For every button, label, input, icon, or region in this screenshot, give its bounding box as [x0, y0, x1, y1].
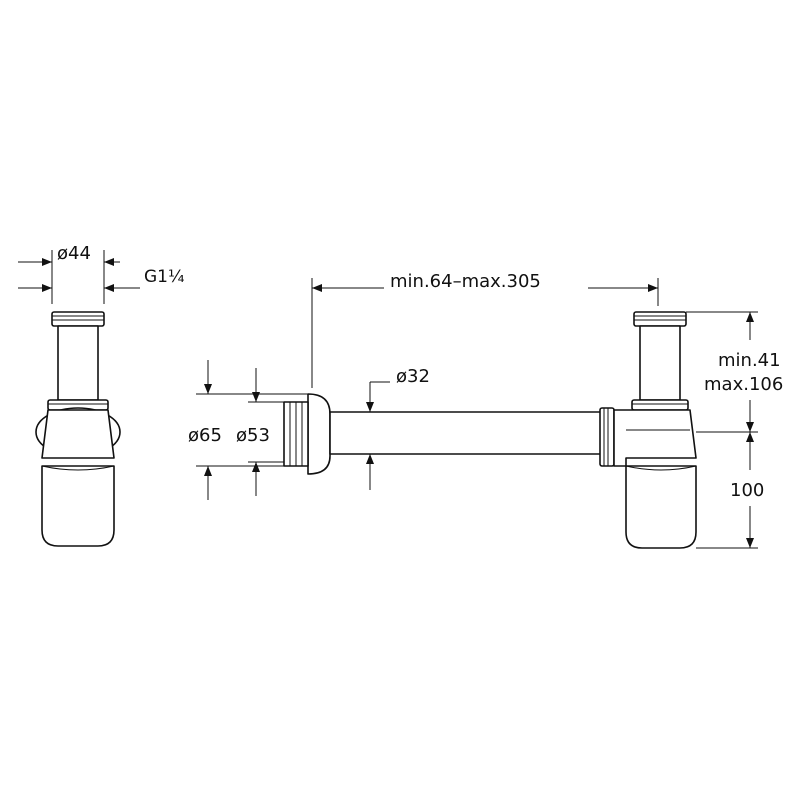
side-bowl-upper: [41, 409, 115, 459]
height-min-label: min.41: [718, 350, 781, 371]
height-max-label: max.106: [704, 374, 783, 395]
front-view: min.64–max.305 ø32 ø65 ø53 min.41 max: [188, 271, 783, 549]
side-diameter-label: ø44: [57, 243, 91, 264]
pipe-diameter-label: ø32: [396, 366, 430, 387]
wall-rosette: [307, 393, 331, 475]
length-label: min.64–max.305: [390, 271, 541, 292]
side-bowl: [41, 465, 115, 547]
trap-bowl: [625, 465, 697, 549]
side-thread-label: G1¼: [144, 267, 184, 287]
horizontal-pipe: [329, 411, 603, 455]
rosette-inner-diameter-label: ø53: [236, 425, 270, 446]
rosette-outer-diameter-label: ø65: [188, 425, 222, 446]
trap-top-nut: [633, 311, 687, 327]
trap-collar: [631, 399, 689, 411]
trap-height-label: 100: [730, 480, 764, 501]
side-tail-pipe: [57, 325, 99, 401]
pipe-nut: [599, 407, 615, 467]
side-view: ø44 G1¼: [18, 243, 184, 547]
side-top-nut: [51, 311, 105, 327]
trap-tail-pipe: [639, 325, 681, 401]
